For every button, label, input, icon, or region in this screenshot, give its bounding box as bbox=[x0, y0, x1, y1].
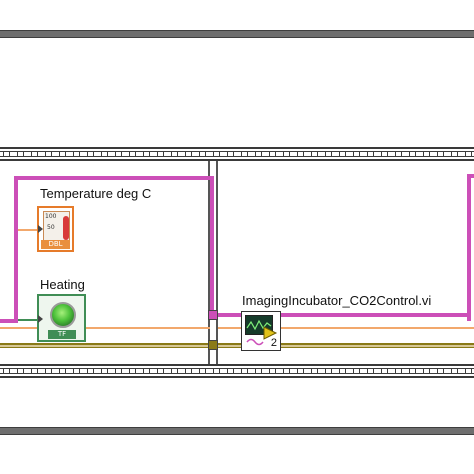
error-wire-right-b bbox=[218, 347, 474, 348]
type-tag-dbl: DBL bbox=[41, 240, 70, 249]
scale-mid-label: 50 bbox=[47, 224, 55, 231]
subvi-label: ImagingIncubator_CO2Control.vi bbox=[242, 293, 432, 308]
heating-indicator[interactable]: TF bbox=[37, 294, 86, 342]
cluster-wire-left-vertical[interactable] bbox=[14, 176, 18, 323]
temperature-label: Temperature deg C bbox=[40, 186, 152, 201]
type-tag-tf: TF bbox=[48, 330, 76, 339]
subvi-count: 2 bbox=[270, 337, 277, 349]
error-wire-right-fill bbox=[218, 345, 474, 347]
error-tunnel[interactable] bbox=[208, 340, 218, 350]
led-icon bbox=[50, 302, 76, 328]
thermometer-bar bbox=[63, 216, 69, 240]
cluster-wire-top[interactable] bbox=[14, 176, 210, 180]
heating-terminal-arrow bbox=[38, 315, 43, 323]
scale-high-label: 100 bbox=[45, 213, 57, 220]
thermometer-icon: 100 50 bbox=[43, 211, 70, 241]
structure-border-bottom bbox=[0, 427, 474, 435]
subvi-arrow-icon bbox=[263, 326, 278, 340]
structure-border-top bbox=[0, 30, 474, 38]
temperature-terminal-arrow bbox=[38, 225, 43, 233]
subvi-node[interactable]: 2 bbox=[241, 311, 281, 351]
sequence-frame-border-bottom bbox=[0, 364, 474, 378]
heating-wire[interactable] bbox=[18, 319, 37, 321]
cluster-wire-right[interactable] bbox=[467, 174, 471, 321]
cluster-wire-main[interactable] bbox=[214, 313, 471, 317]
temperature-indicator[interactable]: 100 50 DBL bbox=[37, 206, 74, 252]
error-wire-left[interactable] bbox=[0, 343, 208, 345]
cluster-tunnel[interactable] bbox=[208, 310, 218, 320]
wave-icon bbox=[246, 338, 264, 346]
heating-label: Heating bbox=[40, 277, 85, 292]
cluster-wire-right-cap bbox=[467, 174, 474, 178]
error-wire-left-fill bbox=[0, 345, 208, 347]
error-wire-left-b bbox=[0, 347, 208, 348]
double-wire-right[interactable] bbox=[218, 327, 474, 329]
sequence-frame-border-top bbox=[0, 147, 474, 161]
double-wire-left[interactable] bbox=[0, 327, 210, 329]
cluster-wire-bottom-left[interactable] bbox=[0, 319, 18, 323]
error-wire-right[interactable] bbox=[218, 343, 474, 345]
temperature-wire[interactable] bbox=[18, 229, 37, 231]
cluster-wire-to-tunnel[interactable] bbox=[210, 176, 214, 314]
